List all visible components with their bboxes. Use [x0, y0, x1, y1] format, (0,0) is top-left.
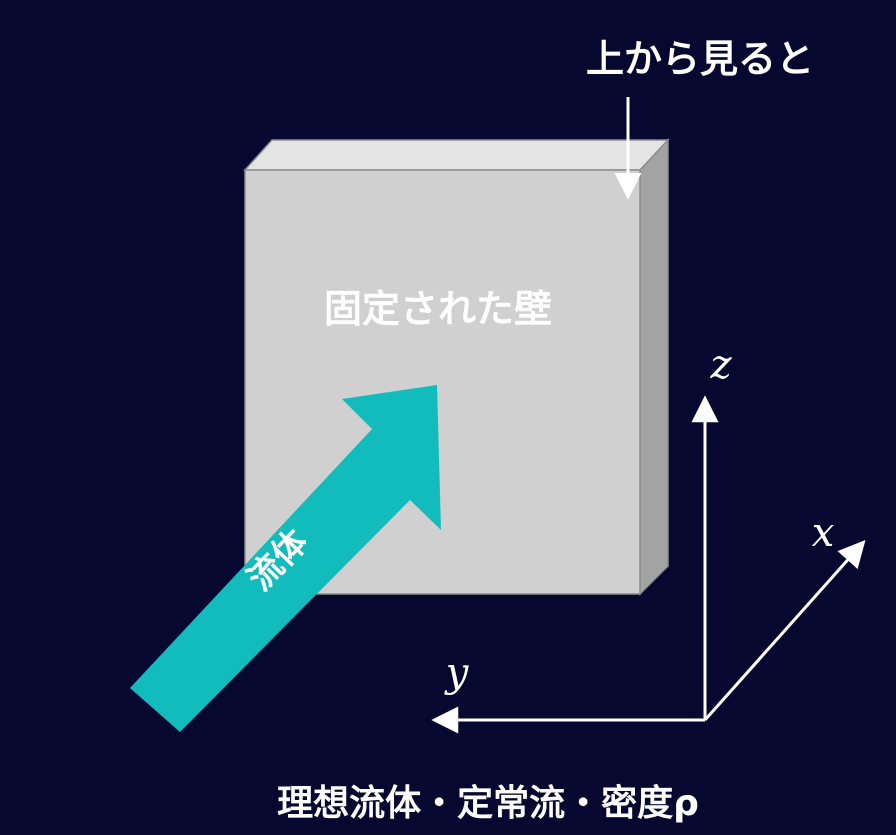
wall-top-face: [243, 139, 670, 171]
wall-label: 固定された壁: [324, 287, 552, 331]
fluid-arrow: [130, 385, 441, 732]
x-axis: [703, 539, 866, 721]
coordinate-axes: [431, 395, 866, 734]
z-axis-label: z: [709, 342, 732, 388]
y-axis-label: y: [444, 650, 470, 696]
caption: 理想流体・定常流・密度ρ: [277, 782, 699, 824]
x-axis-label: x: [812, 510, 835, 556]
top-view-label: 上から見ると: [586, 37, 814, 81]
wall-side-face: [639, 138, 669, 596]
